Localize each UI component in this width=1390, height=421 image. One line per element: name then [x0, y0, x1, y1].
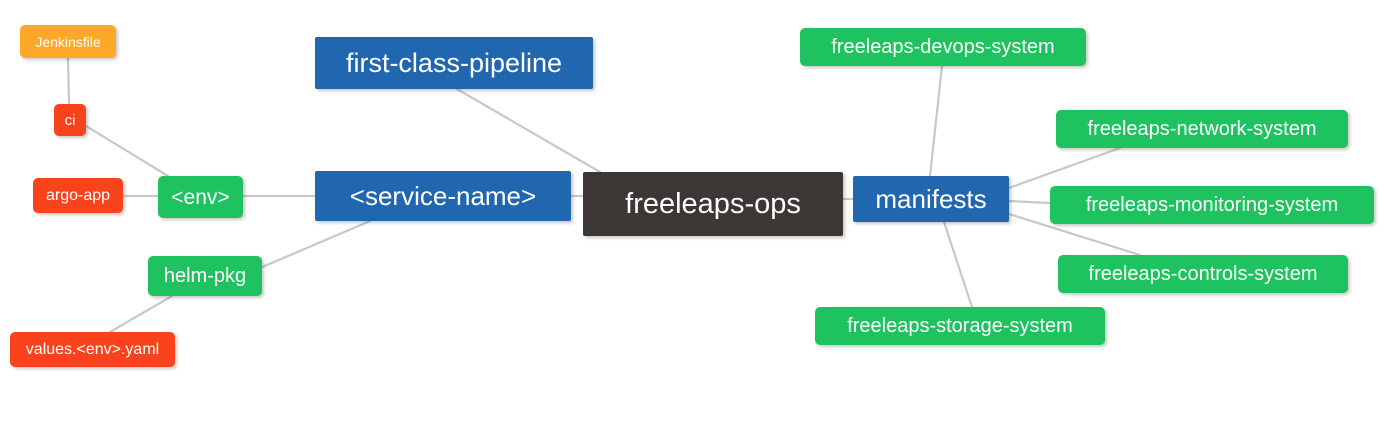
node-label: ci [64, 111, 76, 129]
edge-ci-to-jenkinsfile [66, 56, 71, 106]
node-ci[interactable]: ci [54, 104, 86, 136]
node-label: argo-app [45, 186, 111, 204]
node-freeleaps-devops-system[interactable]: freeleaps-devops-system [800, 28, 1086, 66]
node-label: Jenkinsfile [35, 33, 101, 50]
node-label: freeleaps-monitoring-system [1085, 194, 1339, 216]
node-helm-pkg[interactable]: helm-pkg [148, 256, 262, 296]
node-label: values.<env>.yaml [25, 340, 160, 358]
node-values-env-yaml[interactable]: values.<env>.yaml [10, 332, 175, 367]
edge-helm-pkg-to-values-env-yaml [108, 294, 174, 334]
edge-freeleaps-ops-to-first-class-pipeline [455, 87, 602, 174]
node-label: freeleaps-devops-system [831, 36, 1055, 58]
node-freeleaps-controls-system[interactable]: freeleaps-controls-system [1058, 255, 1348, 293]
node-env[interactable]: <env> [158, 176, 243, 218]
node-manifests[interactable]: manifests [853, 176, 1009, 222]
node-first-class-pipeline[interactable]: first-class-pipeline [315, 37, 593, 89]
node-label: helm-pkg [163, 265, 247, 287]
edge-manifests-to-freeleaps-storage-system [942, 220, 974, 309]
node-label: freeleaps-ops [625, 187, 801, 220]
node-argo-app[interactable]: argo-app [33, 178, 123, 213]
node-freeleaps-network-system[interactable]: freeleaps-network-system [1056, 110, 1348, 148]
node-freeleaps-storage-system[interactable]: freeleaps-storage-system [815, 307, 1105, 345]
node-label: manifests [875, 184, 987, 214]
node-label: <env> [171, 185, 230, 209]
node-jenkinsfile[interactable]: Jenkinsfile [20, 25, 116, 58]
node-label: <service-name> [349, 181, 537, 211]
node-label: freeleaps-network-system [1087, 118, 1317, 140]
node-freeleaps-monitoring-system[interactable]: freeleaps-monitoring-system [1050, 186, 1374, 224]
node-freeleaps-ops[interactable]: freeleaps-ops [583, 172, 843, 236]
edge-manifests-to-freeleaps-network-system [1007, 146, 1122, 190]
edge-service-name-to-helm-pkg [244, 219, 372, 276]
node-service-name[interactable]: <service-name> [315, 171, 571, 221]
edge-manifests-to-freeleaps-monitoring-system [1007, 199, 1052, 205]
edge-manifests-to-freeleaps-devops-system [928, 64, 944, 178]
node-label: freeleaps-controls-system [1088, 263, 1318, 285]
node-label: freeleaps-storage-system [847, 315, 1073, 337]
edge-env-to-ci [84, 124, 170, 178]
node-label: first-class-pipeline [345, 47, 563, 78]
